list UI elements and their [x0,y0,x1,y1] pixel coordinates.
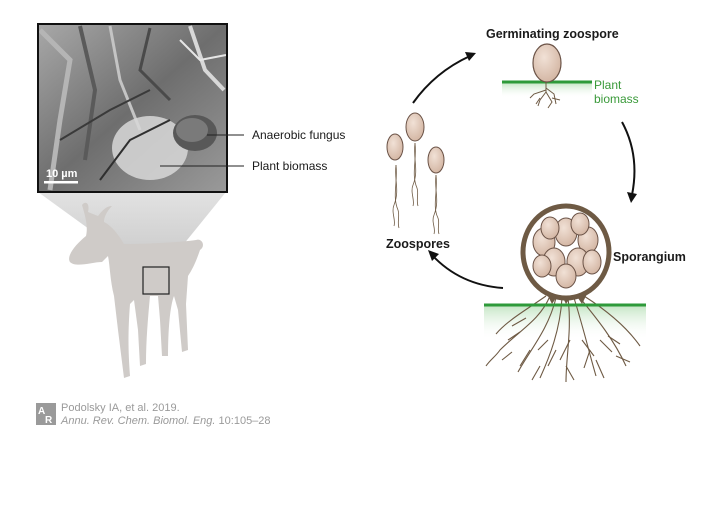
citation-authors: Podolsky IA, et al. 2019. [61,402,180,414]
goat-silhouette [69,202,203,378]
micrograph [37,23,228,193]
arrow-sporangium-to-zoospores [431,254,504,289]
label-scale-bar: 10 µm [46,168,78,180]
label-sporangium: Sporangium [613,250,686,264]
zoospores-group [386,112,445,235]
label-plant-biomass-green-line2: biomass [594,92,639,106]
scale-bar [44,181,78,184]
zoospore [405,112,425,207]
citation-text: Podolsky IA, et al. 2019. Annu. Rev. Che… [61,402,271,428]
sporangium-illustration [484,203,646,383]
rumen-highlight-box [142,266,170,295]
cycle-arrows [412,55,636,289]
arrow-germinating-to-sporangium [621,121,636,196]
germinating-zoospore-illustration [502,43,592,109]
label-zoospores: Zoospores [386,237,450,251]
citation-pages: 10:105–28 [215,415,271,427]
arrow-zoospores-to-germinating [412,55,471,104]
zoospore [427,146,445,235]
label-plant-biomass-green-line1: Plant [594,78,622,92]
arrow-heads [428,52,637,261]
rhizoids [485,295,641,383]
sporangium-zoospores [532,212,602,289]
zoospore [386,133,404,229]
label-plant-biomass-micrograph: Plant biomass [252,159,328,173]
annual-reviews-logo-icon: A R [36,403,56,425]
svg-text:R: R [45,415,53,425]
svg-text:A: A [38,406,45,417]
label-anaerobic-fungus: Anaerobic fungus [252,128,346,142]
citation-journal: Annu. Rev. Chem. Biomol. Eng. [61,415,216,427]
label-germinating-zoospore: Germinating zoospore [486,27,619,41]
citation-source: Annu. Rev. Chem. Biomol. Eng. 10:105–28 [61,415,271,428]
